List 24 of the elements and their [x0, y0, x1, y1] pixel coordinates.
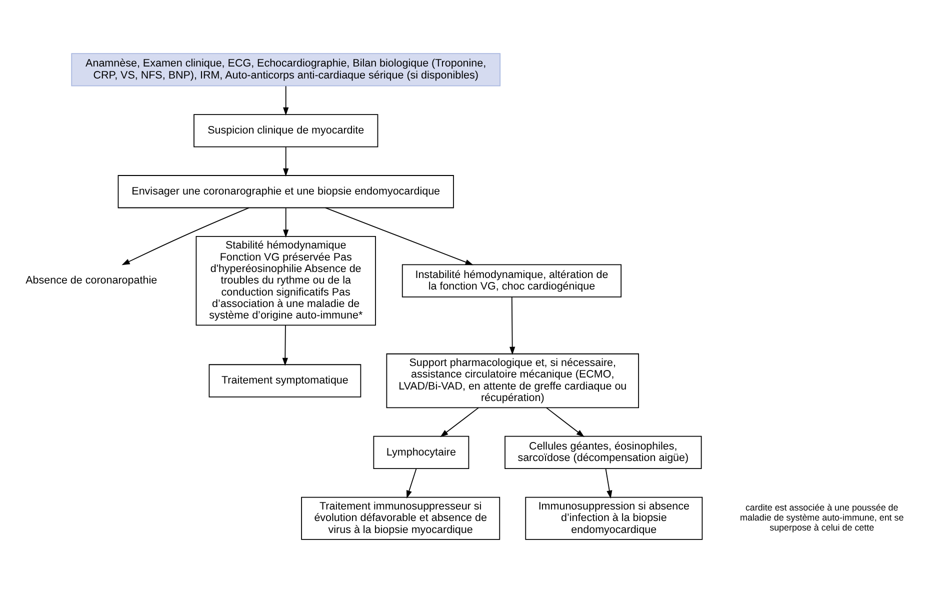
- arrow: [283, 146, 289, 176]
- arrow: [546, 407, 584, 438]
- arrow: [440, 407, 480, 438]
- node-box: Envisager une coronarographie et une biopsie endomyocardique: [118, 175, 454, 208]
- arrow: [510, 296, 516, 355]
- node-box: Anamnèse, Examen clinique, ECG, Echocardiographie, Bilan biologique (Troponine, CRP, VS, NFS, BNP), IRM, Auto-anticorps anti-cardiaque sérique (si disponibles): [71, 53, 501, 86]
- node-box: Instabilité hémodynamique, altération de la fonction VG, choc cardiogénique: [402, 264, 622, 298]
- node-box: Stabilité hémodynamique Fonction VG préservée Pas d'hyperéosinophilie Absence de troubles du rythme ou de la conduction significatifs Pas d’association à une maladie de système d’origine auto-immune*: [196, 236, 376, 326]
- arrow: [605, 468, 612, 499]
- node-box: Traitement symptomatique: [208, 364, 362, 398]
- node-box: Suspicion clinique de myocardite: [194, 114, 378, 148]
- arrow: [283, 208, 289, 238]
- arrow: [406, 468, 417, 499]
- label: cardite est associée à une poussée de maladie de système auto-immune, ent se superpose à celui de cette: [740, 502, 904, 532]
- node-box: Cellules géantes, éosinophiles, sarcoïdose (décompensation aigüe): [504, 436, 702, 470]
- node-box: Immunosuppression si absence d’infection à la biopsie endomyocardique: [525, 496, 703, 540]
- node-box: Support pharmacologique et, si nécessaire, assistance circulatoire mécanique (ECMO, LVAD/Bi-VAD, en attente de greffe cardiaque ou récupération): [386, 353, 640, 408]
- node-text: Absence de coronaropathie: [26, 274, 158, 287]
- arrow: [325, 207, 474, 266]
- arrow: [282, 324, 288, 366]
- arrow: [283, 86, 289, 116]
- arrow: [122, 207, 250, 266]
- node-box: Lymphocytaire: [373, 436, 470, 470]
- node-box: Traitement immunosuppresseur si évolution défavorable et absence de virus à la biopsie myocardique: [301, 496, 500, 540]
